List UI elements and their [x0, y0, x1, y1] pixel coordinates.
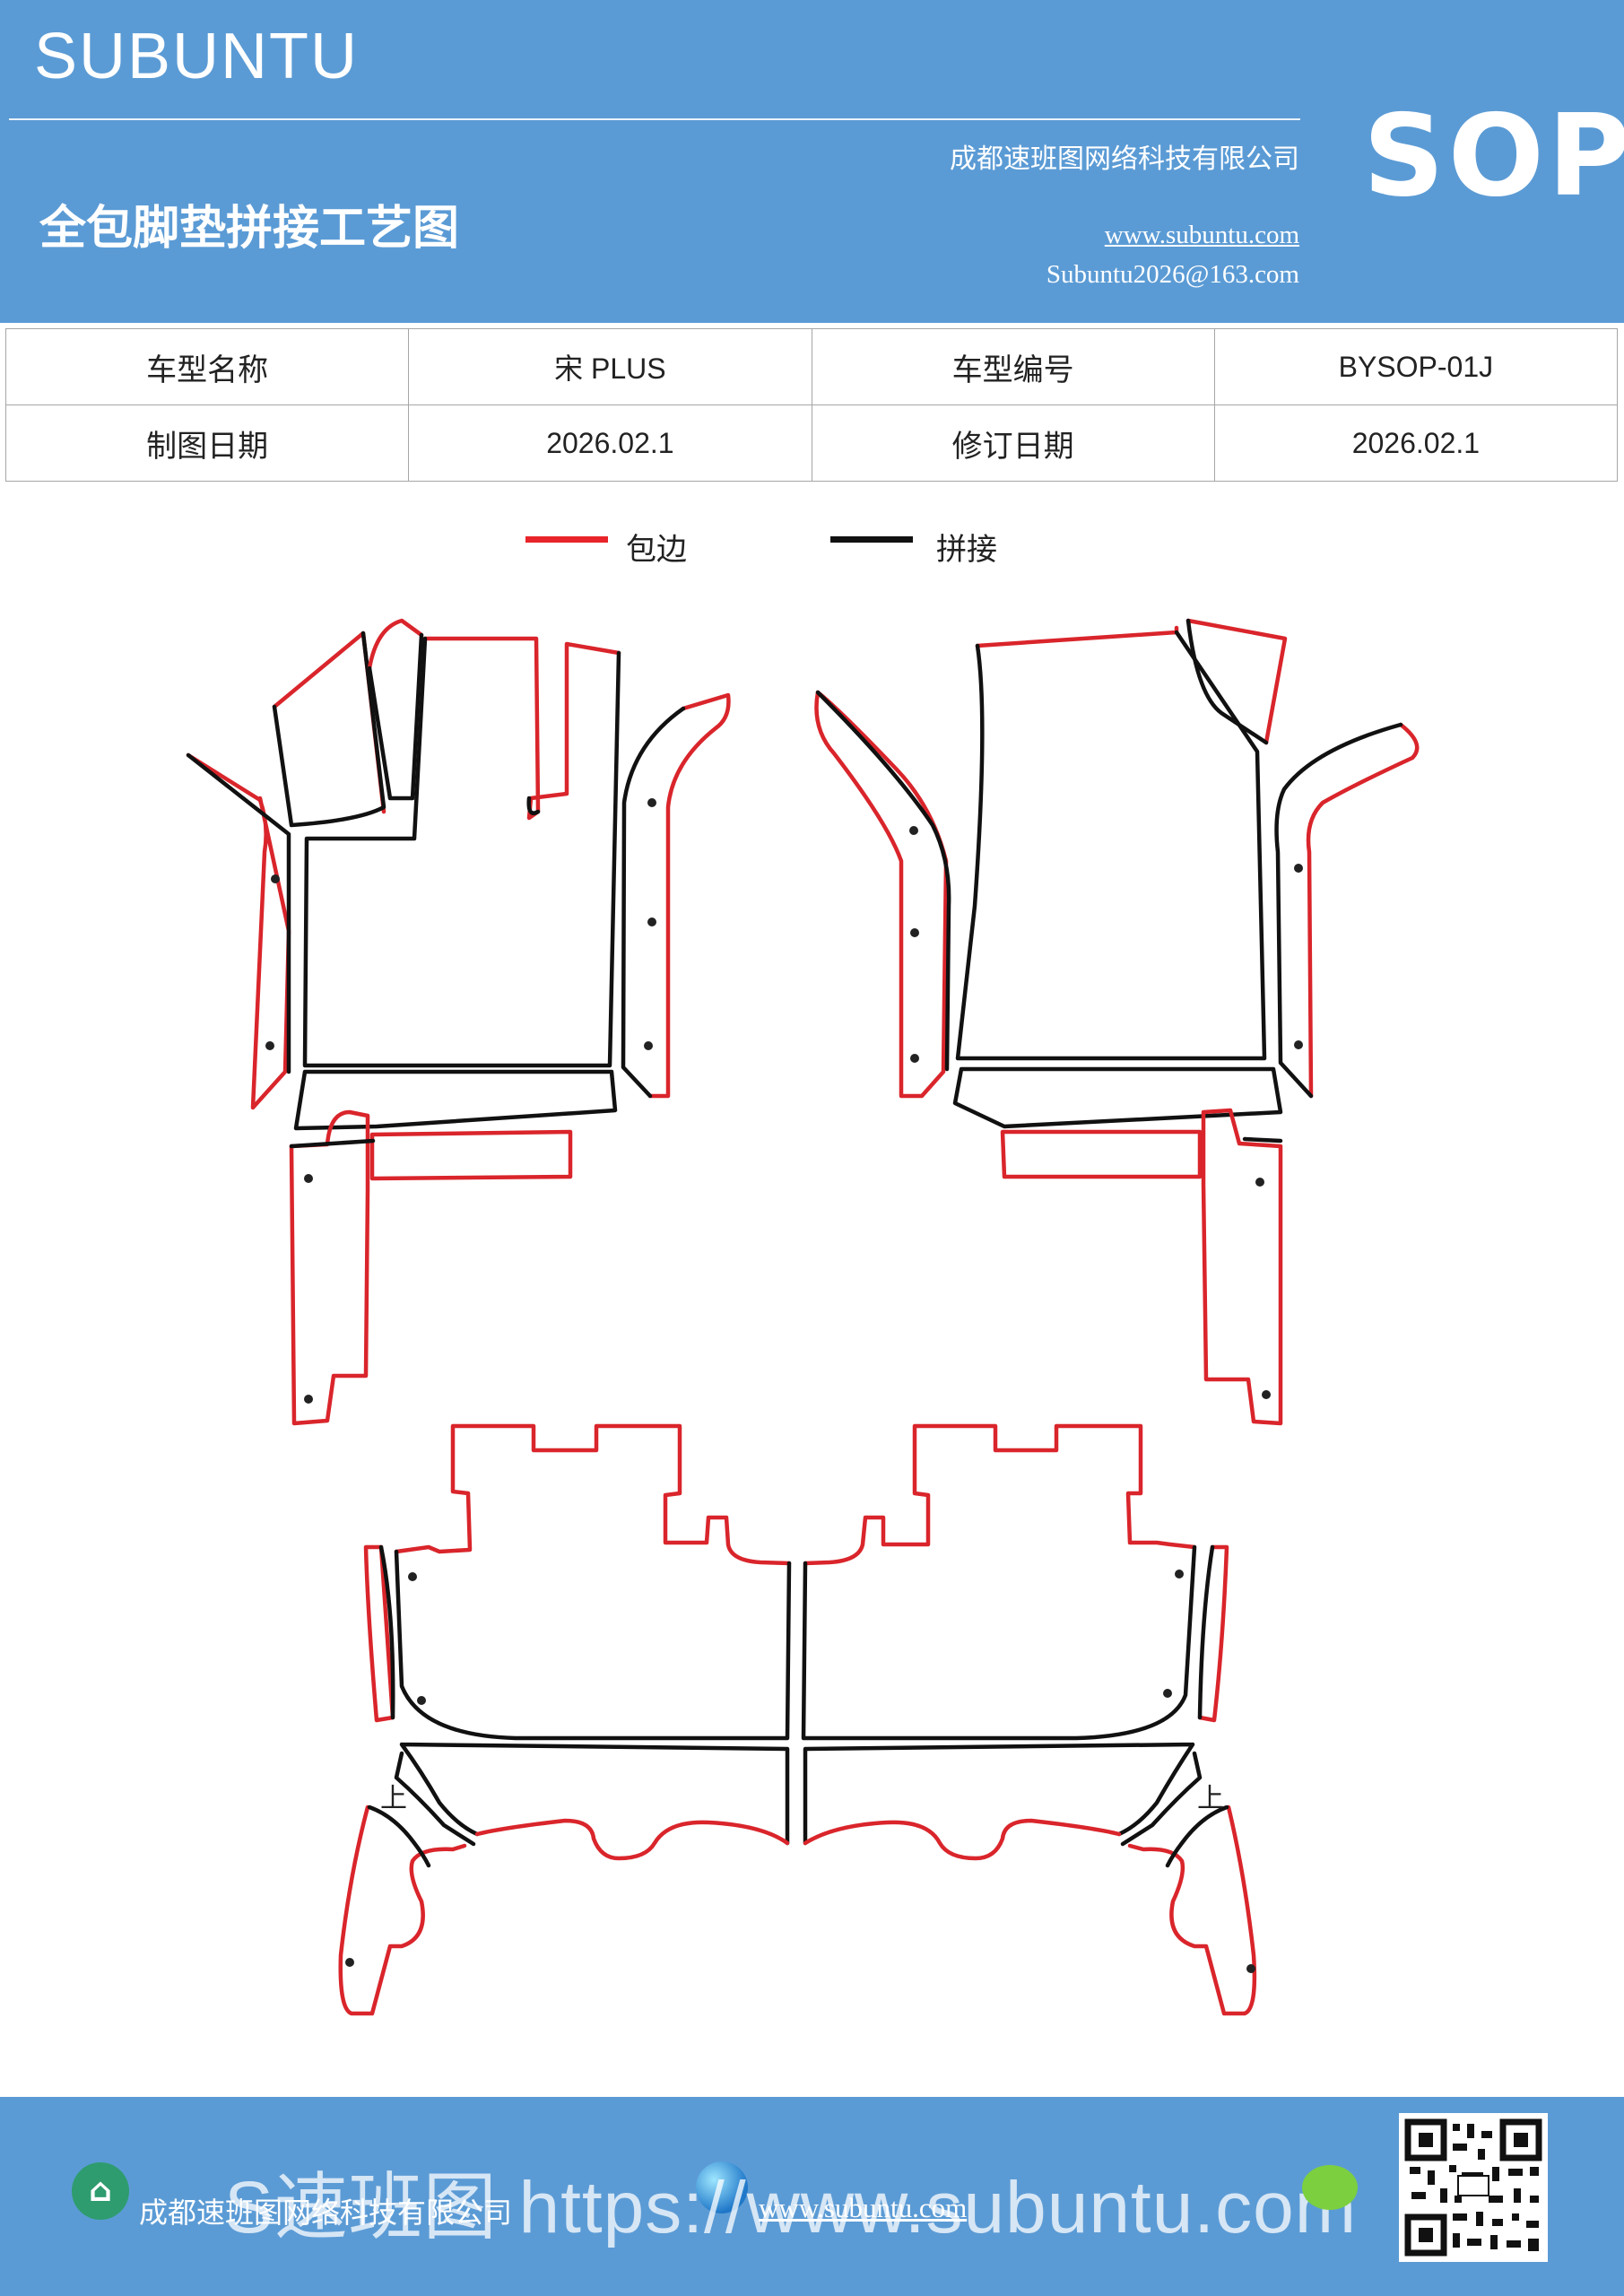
mat-seam — [302, 636, 621, 1068]
mat-piece-front-right-strip — [1000, 1129, 1203, 1179]
wechat-icon — [1302, 2165, 1358, 2210]
mat-piece-rear-left-bottom — [474, 1818, 790, 1861]
mat-seam — [394, 1549, 792, 1741]
mat-piece-front-left-pedal-2 — [367, 618, 424, 671]
mat-piece-front-right-lower — [1201, 1108, 1283, 1426]
mat-seam — [1197, 1544, 1215, 1720]
mat-piece-front-right-lside — [814, 690, 949, 1099]
website-link[interactable]: www.subuntu.com — [1104, 221, 1299, 249]
mat-piece-front-left-main — [422, 636, 621, 821]
mat-seam — [378, 1544, 395, 1720]
brand-name: SUBUNTU — [34, 21, 360, 92]
fastener-hole — [1246, 1964, 1255, 1973]
label-model-name: 车型名称 — [4, 328, 410, 405]
mat-seam — [272, 631, 386, 828]
mat-piece-rear-right-main — [803, 1423, 1197, 1566]
fastener-hole — [304, 1174, 313, 1183]
qr-code-image — [1404, 2118, 1542, 2257]
mat-piece-front-right-main — [975, 625, 1179, 648]
header-banner: SUBUNTU 全包脚垫拼接工艺图 成都速班图网络科技有限公司 www.subu… — [0, 0, 1624, 323]
email-address: Subuntu2026@163.com — [1046, 260, 1299, 289]
mat-seam — [1274, 722, 1403, 1099]
fastener-hole — [1163, 1689, 1172, 1698]
table-row: 制图日期 2026.02.1 修订日期 2026.02.1 — [4, 404, 1619, 482]
footer-banner: ⌂ 成都速班图网络科技有限公司 www.subuntu.com S速班图 htt… — [0, 2097, 1624, 2296]
fastener-hole — [1175, 1570, 1184, 1578]
up-mark-right: 上 — [1197, 1783, 1224, 1814]
fastener-hole — [647, 918, 656, 926]
mat-piece-rear-left-main — [394, 1423, 792, 1566]
fastener-hole — [417, 1696, 426, 1705]
mat-seam — [952, 1066, 1283, 1129]
mat-piece-rear-left-lower — [338, 1805, 467, 2016]
fastener-hole — [1262, 1390, 1271, 1399]
table-row: 车型名称 宋 PLUS 车型编号 BYSOP-01J — [4, 328, 1619, 405]
fastener-hole — [909, 826, 918, 835]
legend-edge-label: 包边 — [626, 532, 687, 568]
globe-icon — [696, 2161, 748, 2213]
legend-seam-label: 拼接 — [936, 532, 997, 568]
mat-piece-front-left-side — [186, 752, 291, 1110]
mat-seam — [621, 706, 686, 1099]
legend-seam-swatch — [830, 536, 913, 543]
vehicle-info-table: 车型名称 宋 PLUS 车型编号 BYSOP-01J 制图日期 2026.02.… — [4, 328, 1619, 482]
fastener-hole — [644, 1041, 653, 1050]
mat-piece-rear-right-lower — [1127, 1805, 1257, 2016]
mat-piece-front-left-strip — [369, 1129, 573, 1181]
label-revise-date: 修订日期 — [811, 404, 1215, 482]
footer-website-link[interactable]: www.subuntu.com — [759, 2192, 968, 2223]
mat-seam — [367, 632, 424, 801]
mat-piece-rear-right-bottom — [803, 1818, 1122, 1861]
fastener-hole — [265, 1041, 274, 1050]
fastener-hole — [647, 798, 656, 807]
mat-seam — [293, 1069, 618, 1131]
mat-seam — [1120, 1751, 1229, 1868]
mat-piece-front-left-rside — [647, 692, 731, 1099]
fastener-hole — [271, 874, 280, 883]
header-divider — [9, 118, 1300, 120]
mat-piece-front-left-lower — [289, 1109, 370, 1426]
label-draw-date: 制图日期 — [4, 404, 410, 482]
fastener-hole — [910, 1054, 919, 1063]
building-icon: ⌂ — [72, 2162, 129, 2220]
mat-seam — [803, 1742, 1195, 1846]
mat-seam — [801, 1544, 1197, 1741]
up-mark-left: 上 — [380, 1783, 407, 1814]
legend-edge-swatch — [525, 536, 608, 543]
fastener-hole — [345, 1958, 354, 1967]
mat-seam — [1185, 618, 1269, 745]
company-name: 成都速班图网络科技有限公司 — [950, 144, 1299, 175]
fastener-hole — [304, 1395, 313, 1404]
footer-company: 成都速班图网络科技有限公司 — [139, 2196, 513, 2230]
mat-seam — [815, 690, 951, 1072]
document-title: 全包脚垫拼接工艺图 — [39, 202, 460, 256]
mat-seam — [399, 1742, 790, 1846]
sop-code: SOP — [1363, 90, 1624, 222]
legend: 包边 拼接 — [0, 525, 1624, 578]
fastener-hole — [408, 1572, 417, 1581]
value-model-code: BYSOP-01J — [1213, 328, 1619, 405]
mat-seam — [289, 1138, 376, 1149]
label-model-code: 车型编号 — [811, 328, 1215, 405]
mat-seam — [955, 630, 1267, 1061]
mat-piece-rear-left-side — [363, 1544, 395, 1723]
mat-piece-front-right-rside — [1306, 722, 1420, 1099]
fastener-hole — [1255, 1178, 1264, 1187]
mat-seam — [1242, 1136, 1283, 1144]
qr-code[interactable] — [1399, 2113, 1548, 2262]
mat-piece-front-right-top — [1185, 618, 1288, 745]
value-draw-date: 2026.02.1 — [408, 404, 812, 482]
fastener-hole — [910, 928, 919, 937]
mat-piece-rear-right-side — [1197, 1544, 1229, 1723]
fastener-hole — [1294, 864, 1303, 873]
value-revise-date: 2026.02.1 — [1213, 404, 1619, 482]
footer-watermark-text: S速班图 https://www.subuntu.com — [224, 2167, 1358, 2248]
mat-seam — [367, 1751, 476, 1868]
mat-seam — [186, 752, 291, 1074]
fastener-hole — [1294, 1040, 1303, 1049]
value-model-name: 宋 PLUS — [408, 328, 812, 405]
